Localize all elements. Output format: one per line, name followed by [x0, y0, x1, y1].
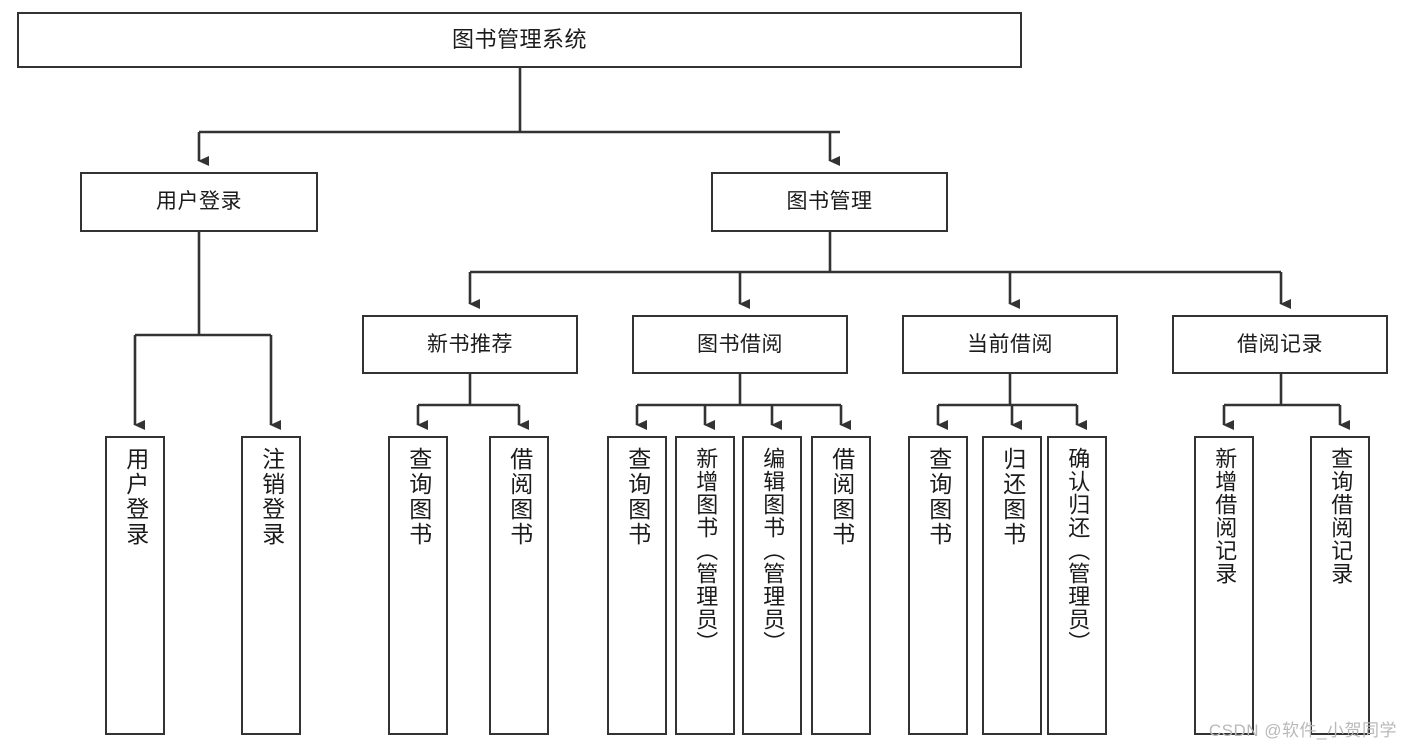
node-label: 注销登录: [258, 447, 285, 547]
node-leaf-query-book-1[interactable]: 查询图书: [388, 436, 448, 735]
node-label: 新增借阅记录: [1212, 447, 1238, 585]
node-label: 图书管理: [786, 190, 873, 214]
node-label: 当前借阅: [967, 332, 1053, 356]
node-leaf-logout[interactable]: 注销登录: [241, 436, 301, 735]
node-leaf-edit-book[interactable]: 编辑图书（管理员）: [742, 436, 802, 735]
node-leaf-add-record[interactable]: 新增借阅记录: [1194, 436, 1254, 735]
node-book-manage[interactable]: 图书管理: [711, 172, 948, 232]
node-leaf-query-record[interactable]: 查询借阅记录: [1310, 436, 1370, 735]
node-leaf-borrow-book-1[interactable]: 借阅图书: [489, 436, 549, 735]
node-borrow-record[interactable]: 借阅记录: [1172, 315, 1388, 374]
node-current-borrow[interactable]: 当前借阅: [902, 315, 1118, 374]
node-label: 归还图书: [999, 447, 1026, 547]
node-new-book-recommend[interactable]: 新书推荐: [362, 315, 578, 374]
node-label: 新增图书（管理员）: [693, 447, 719, 654]
node-root-system[interactable]: 图书管理系统: [17, 12, 1022, 68]
node-leaf-return-book[interactable]: 归还图书: [982, 436, 1042, 735]
node-label: 图书借阅: [697, 332, 783, 356]
node-book-borrow[interactable]: 图书借阅: [632, 315, 848, 374]
node-label: 借阅图书: [506, 447, 533, 547]
node-label: 查询图书: [624, 447, 651, 547]
node-leaf-query-book-3[interactable]: 查询图书: [908, 436, 968, 735]
node-label: 查询图书: [925, 447, 952, 547]
node-leaf-query-book-2[interactable]: 查询图书: [607, 436, 667, 735]
node-label: 用户登录: [156, 190, 242, 214]
node-leaf-add-book[interactable]: 新增图书（管理员）: [675, 436, 735, 735]
node-label: 用户登录: [122, 447, 149, 547]
node-label: 新书推荐: [427, 332, 513, 356]
node-label: 确认归还（管理员）: [1065, 447, 1091, 654]
node-leaf-confirm-return[interactable]: 确认归还（管理员）: [1047, 436, 1107, 735]
node-leaf-user-login[interactable]: 用户登录: [105, 436, 165, 735]
watermark-text: CSDN @软件_小贺同学: [1208, 721, 1397, 740]
node-label: 图书管理系统: [451, 26, 587, 52]
node-user-login[interactable]: 用户登录: [80, 172, 318, 232]
node-leaf-borrow-book-2[interactable]: 借阅图书: [811, 436, 871, 735]
node-label: 借阅记录: [1237, 332, 1323, 356]
node-label: 编辑图书（管理员）: [760, 447, 786, 654]
node-label: 借阅图书: [828, 447, 855, 547]
node-label: 查询图书: [405, 447, 432, 547]
node-label: 查询借阅记录: [1328, 447, 1354, 585]
